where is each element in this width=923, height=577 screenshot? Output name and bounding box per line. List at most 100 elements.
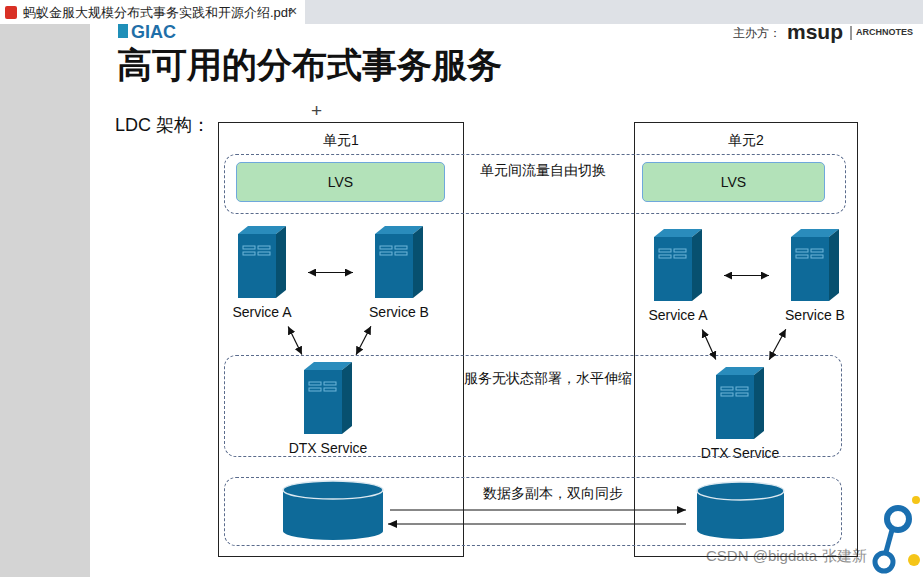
layer-band: 单元间流量自由切换: [224, 154, 846, 214]
viewer-margin: [0, 24, 90, 577]
unit-heading: 单元2: [635, 132, 857, 150]
unit-heading: 单元1: [219, 132, 463, 150]
database-cylinder: [283, 481, 383, 540]
server-slot: [736, 387, 748, 390]
node-label: Service A: [222, 304, 302, 320]
node-label: Service A: [638, 307, 718, 323]
node-label: LVS: [328, 174, 353, 190]
database-top: [697, 482, 784, 500]
pdf-icon: [5, 6, 17, 19]
server-front: [791, 237, 829, 301]
server-slot: [258, 246, 270, 249]
node-label: LVS: [721, 174, 746, 190]
node-label: DTX Service: [283, 440, 373, 456]
band-caption: 单元间流量自由切换: [480, 162, 606, 180]
corner-decoration: [887, 508, 909, 530]
connector-arrow: [702, 329, 716, 359]
server-side: [692, 229, 702, 301]
server-side: [754, 367, 764, 439]
server-icon: [654, 229, 702, 303]
node-label: DTX Service: [695, 445, 785, 461]
server-side: [413, 226, 423, 298]
server-icon: [238, 226, 286, 300]
layer-band: 服务无状态部署，水平伸缩: [224, 355, 842, 457]
server-icon: [716, 367, 764, 441]
tab-bar: [0, 0, 923, 24]
unit-box: 单元1LVS Service A Service B DTX Service: [218, 122, 464, 557]
server-front: [304, 370, 342, 434]
active-tab: [0, 0, 305, 24]
database-cylinder: [697, 482, 784, 539]
server-slot: [659, 255, 671, 258]
layer-band: 数据多副本，双向同步: [224, 477, 842, 546]
connector-arrow: [724, 275, 769, 276]
server-slot: [309, 382, 321, 385]
band-caption: 服务无状态部署，水平伸缩: [464, 370, 632, 388]
server-slot: [811, 255, 823, 258]
logo-separator: [851, 26, 852, 40]
tab-close: ×: [289, 3, 297, 19]
sync-arrow: [390, 510, 686, 511]
server-slot: [674, 249, 686, 252]
logo-mark: [118, 24, 128, 38]
server-slot: [796, 249, 808, 252]
event-logo: GIAC: [131, 22, 176, 43]
server-slot: [309, 388, 321, 391]
server-slot: [811, 249, 823, 252]
new-tab: +: [311, 100, 322, 122]
server-slot: [721, 387, 733, 390]
server-slot: [736, 393, 748, 396]
server-slot: [796, 255, 808, 258]
server-side: [829, 229, 839, 301]
connector-arrow: [769, 329, 786, 359]
server-slot: [674, 255, 686, 258]
connector-arrow: [356, 326, 371, 354]
unit-box: 单元2LVS Service A Service B DTX Service: [634, 122, 858, 557]
corner-decoration: [875, 553, 893, 571]
server-front: [654, 237, 692, 301]
server-slot: [324, 388, 336, 391]
connector-arrow: [288, 326, 302, 354]
corner-decoration: [912, 496, 920, 504]
server-slot: [243, 252, 255, 255]
server-slot: [395, 246, 407, 249]
server-node: Service B: [359, 224, 439, 321]
server-slot: [258, 252, 270, 255]
server-icon: [791, 229, 839, 303]
server-node: Service B: [775, 227, 855, 324]
server-front: [375, 234, 413, 298]
load-balancer-box: LVS: [236, 162, 445, 202]
server-icon: [304, 362, 352, 436]
node-label: Service B: [775, 307, 855, 323]
sync-arrow: [388, 524, 686, 525]
organizer-label: 主办方：: [733, 25, 781, 42]
server-slot: [395, 252, 407, 255]
load-balancer-box: LVS: [642, 162, 825, 202]
connector-arrow: [308, 272, 353, 273]
server-node: Service A: [638, 227, 718, 324]
server-side: [276, 226, 286, 298]
server-icon: [375, 226, 423, 300]
sponsor-logo: ARCHNOTES: [856, 27, 913, 37]
server-slot: [721, 393, 733, 396]
slide-title: 高可用的分布式事务服务: [117, 42, 502, 89]
server-side: [342, 362, 352, 434]
server-slot: [659, 249, 671, 252]
server-node: DTX Service: [695, 365, 785, 462]
server-slot: [324, 382, 336, 385]
server-node: Service A: [222, 224, 302, 321]
server-slot: [380, 246, 392, 249]
server-front: [238, 234, 276, 298]
corner-decoration: [886, 530, 892, 552]
server-slot: [380, 252, 392, 255]
band-caption: 数据多副本，双向同步: [483, 485, 623, 503]
server-slot: [243, 246, 255, 249]
server-front: [716, 375, 754, 439]
tab-title: 蚂蚁金服大规模分布式事务实践和开源介绍.pdf: [23, 4, 292, 22]
sponsor-logo: msup: [787, 20, 843, 44]
database-top: [283, 481, 383, 499]
node-label: Service B: [359, 304, 439, 320]
